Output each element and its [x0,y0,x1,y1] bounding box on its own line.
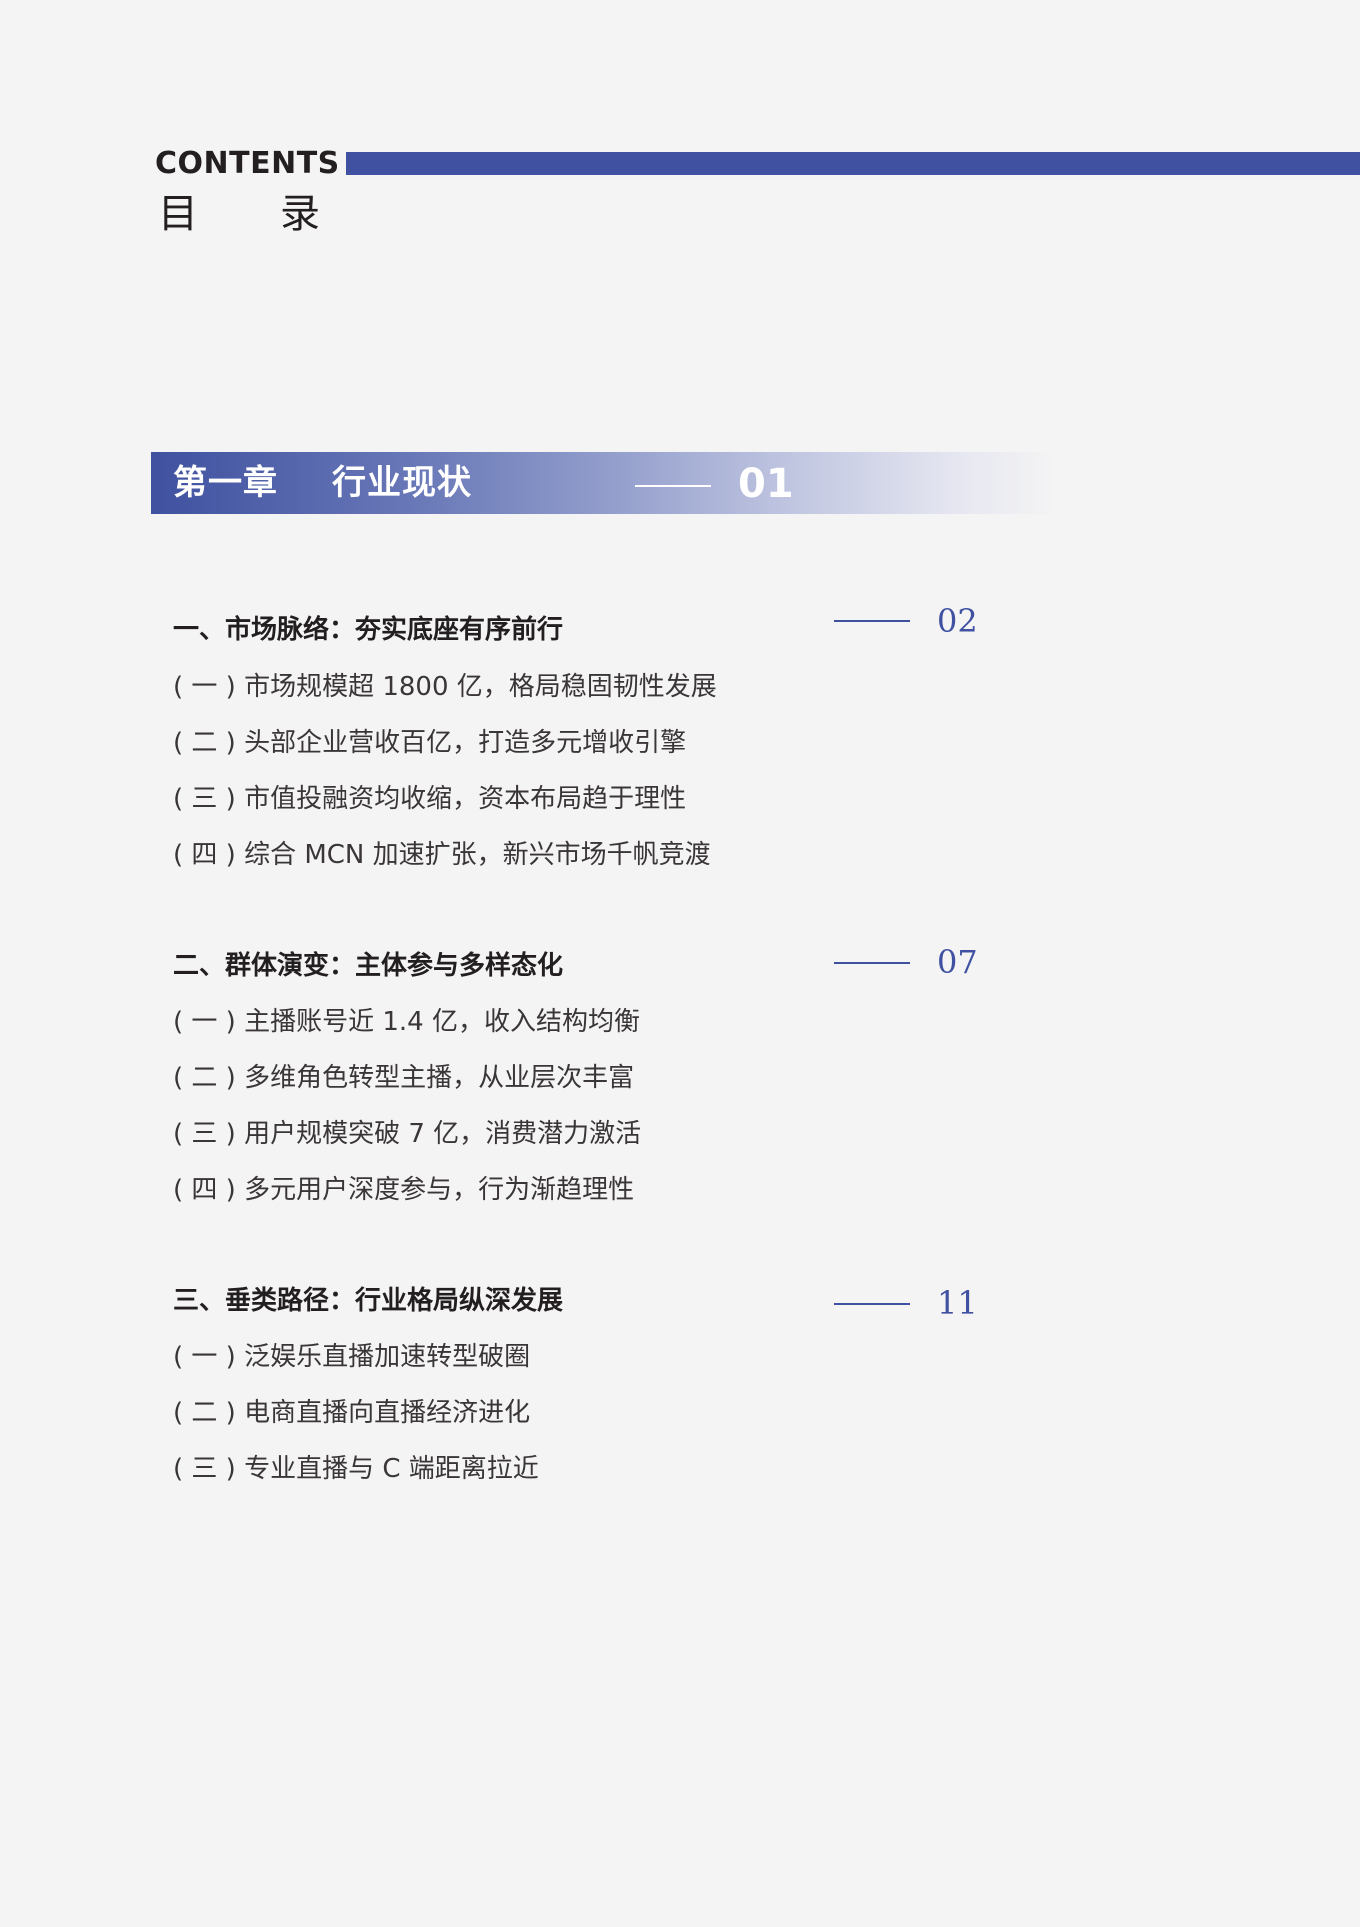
contents-title-cn: 目 录 [158,190,402,238]
contents-title-cn-char-1: 目 [158,191,198,237]
chapter-label: 第一章 [173,463,278,503]
toc-sub-item[interactable]: ( 二 ) 电商直播向直播经济进化 [173,1398,531,1428]
toc-leader-line [834,620,910,622]
toc-leader-line [834,962,910,964]
header-accent-bar [346,152,1360,175]
toc-sub-item[interactable]: ( 四 ) 多元用户深度参与，行为渐趋理性 [173,1175,635,1205]
toc-sub-item[interactable]: ( 三 ) 市值投融资均收缩，资本布局趋于理性 [173,784,687,814]
chapter-divider-line [635,485,711,487]
contents-title-en: CONTENTS [155,146,340,181]
toc-page-number[interactable]: 02 [937,602,978,640]
chapter-name: 行业现状 [332,463,472,503]
toc-page-number[interactable]: 11 [937,1284,978,1322]
toc-section-heading[interactable]: 三、垂类路径：行业格局纵深发展 [173,1286,564,1316]
toc-sub-item[interactable]: ( 二 ) 多维角色转型主播，从业层次丰富 [173,1063,635,1093]
contents-title-cn-char-2: 录 [280,191,320,237]
toc-sub-item[interactable]: ( 二 ) 头部企业营收百亿，打造多元增收引擎 [173,728,687,758]
toc-sub-item[interactable]: ( 三 ) 用户规模突破 7 亿，消费潜力激活 [173,1119,642,1149]
toc-sub-item[interactable]: ( 一 ) 市场规模超 1800 亿，格局稳固韧性发展 [173,672,717,702]
toc-leader-line [834,1303,910,1305]
chapter-number: 01 [738,461,794,507]
chapter-banner [151,452,1056,514]
toc-sub-item[interactable]: ( 一 ) 主播账号近 1.4 亿，收入结构均衡 [173,1007,640,1037]
toc-sub-item[interactable]: ( 一 ) 泛娱乐直播加速转型破圈 [173,1342,531,1372]
toc-section-heading[interactable]: 二、群体演变：主体参与多样态化 [173,951,564,981]
toc-sub-item[interactable]: ( 三 ) 专业直播与 C 端距离拉近 [173,1454,539,1484]
toc-sub-item[interactable]: ( 四 ) 综合 MCN 加速扩张，新兴市场千帆竞渡 [173,840,711,870]
toc-section-heading[interactable]: 一、市场脉络：夯实底座有序前行 [173,615,564,645]
toc-page-number[interactable]: 07 [937,943,978,981]
